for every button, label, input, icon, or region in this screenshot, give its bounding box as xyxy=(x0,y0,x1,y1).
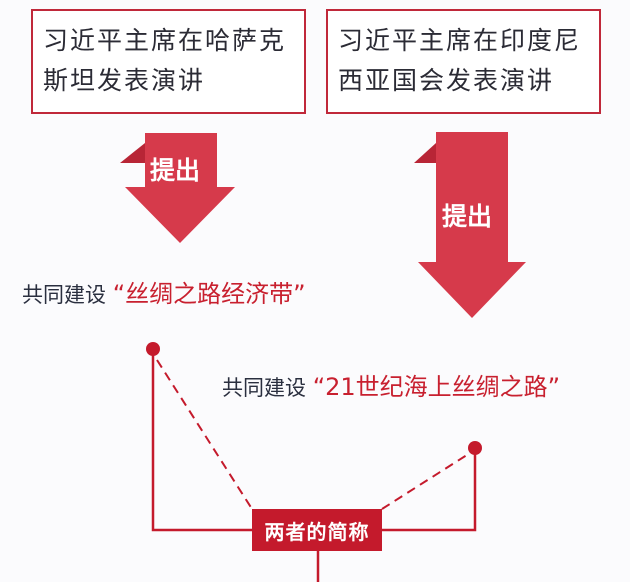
arrow-label-left: 提出 xyxy=(150,156,201,185)
down-arrow-left xyxy=(120,133,235,243)
summary-tag: 两者的简称 xyxy=(252,509,382,551)
connector-lines xyxy=(151,349,477,582)
arrow-label-right: 提出 xyxy=(442,202,493,231)
initiative-prefix: 共同建设 xyxy=(222,376,306,400)
speech-box-indonesia: 习近平主席在印度尼西亚国会发表演讲 xyxy=(326,9,601,114)
down-arrow-right xyxy=(414,132,526,318)
dot-left xyxy=(146,342,160,356)
dot-right xyxy=(468,441,482,455)
speech-text: 习近平主席在哈萨克斯坦发表演讲 xyxy=(43,26,287,95)
speech-box-kazakhstan: 习近平主席在哈萨克斯坦发表演讲 xyxy=(31,9,306,114)
initiative-belt: 共同建设 “丝绸之路经济带” xyxy=(22,274,306,309)
speech-text: 习近平主席在印度尼西亚国会发表演讲 xyxy=(338,26,582,95)
initiative-name: “丝绸之路经济带” xyxy=(112,280,306,308)
initiative-road: 共同建设 “21世纪海上丝绸之路” xyxy=(222,367,560,402)
initiative-prefix: 共同建设 xyxy=(22,283,106,307)
initiative-name: “21世纪海上丝绸之路” xyxy=(312,373,561,401)
